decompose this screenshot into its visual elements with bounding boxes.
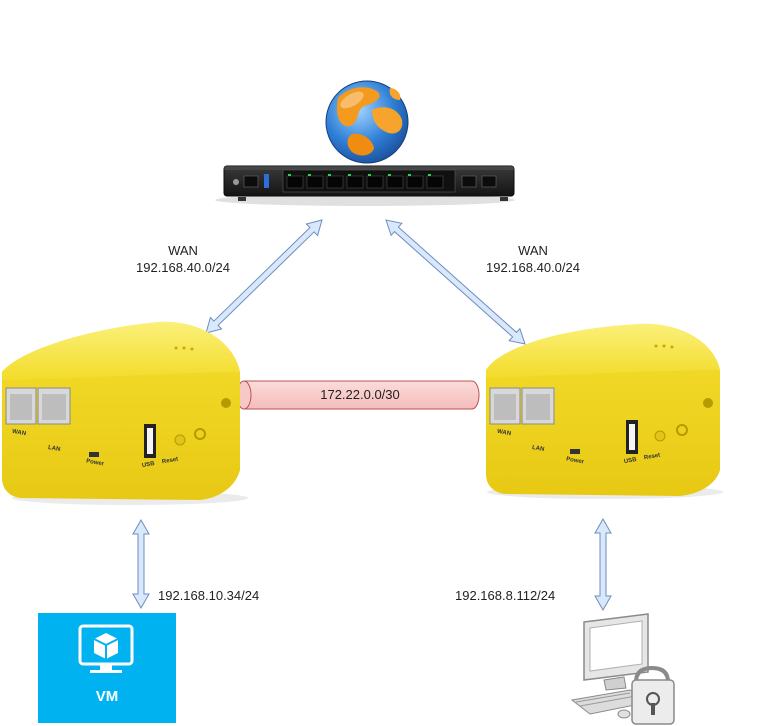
workstation-lock-icon <box>570 613 675 725</box>
monitor-cube-icon <box>78 624 134 673</box>
wan-left-label: WAN 192.168.40.0/24 <box>118 242 248 276</box>
core-switch <box>215 165 515 206</box>
wan-right-subnet: 192.168.40.0/24 <box>486 260 580 275</box>
internet-globe-icon <box>325 80 409 164</box>
wan-right-link-arrow <box>385 219 526 345</box>
lan-left-subnet-label: 192.168.10.34/24 <box>158 588 260 603</box>
link-arrows <box>132 219 612 612</box>
wan-right-label: WAN 192.168.40.0/24 <box>468 242 598 276</box>
lan-left-link-arrow <box>132 518 150 610</box>
wan-left-title: WAN <box>168 243 198 258</box>
vm-tile <box>38 613 176 723</box>
wan-left-subnet: 192.168.40.0/24 <box>136 260 230 275</box>
wan-right-title: WAN <box>518 243 548 258</box>
vm-label: VM <box>95 688 119 705</box>
wan-left-link-arrow <box>205 219 323 334</box>
lan-right-subnet-label: 192.168.8.112/24 <box>455 588 556 603</box>
lan-right-link-arrow <box>594 517 612 612</box>
router-right <box>486 323 723 499</box>
tunnel-subnet-label: 172.22.0.0/30 <box>320 387 400 402</box>
router-left <box>2 321 248 505</box>
